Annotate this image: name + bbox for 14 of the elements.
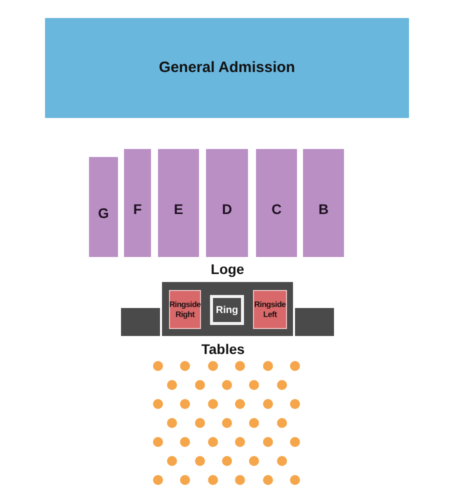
floor-section	[121, 308, 160, 336]
general-admission-section: General Admission	[45, 18, 409, 118]
seating-section: D	[206, 149, 248, 257]
floor-section	[295, 308, 334, 336]
seating-section: B	[303, 149, 344, 257]
ringside-section: Ringside Right	[169, 290, 201, 329]
seating-section: C	[256, 149, 297, 257]
ringside-section: Ringside Left	[253, 290, 287, 329]
section-label: Loge	[210, 260, 246, 278]
seating-section: G	[89, 157, 118, 257]
area-label: Tables	[200, 340, 246, 358]
seating-section: E	[158, 149, 199, 257]
ring: Ring	[210, 295, 244, 325]
seating-section: F	[124, 149, 151, 257]
